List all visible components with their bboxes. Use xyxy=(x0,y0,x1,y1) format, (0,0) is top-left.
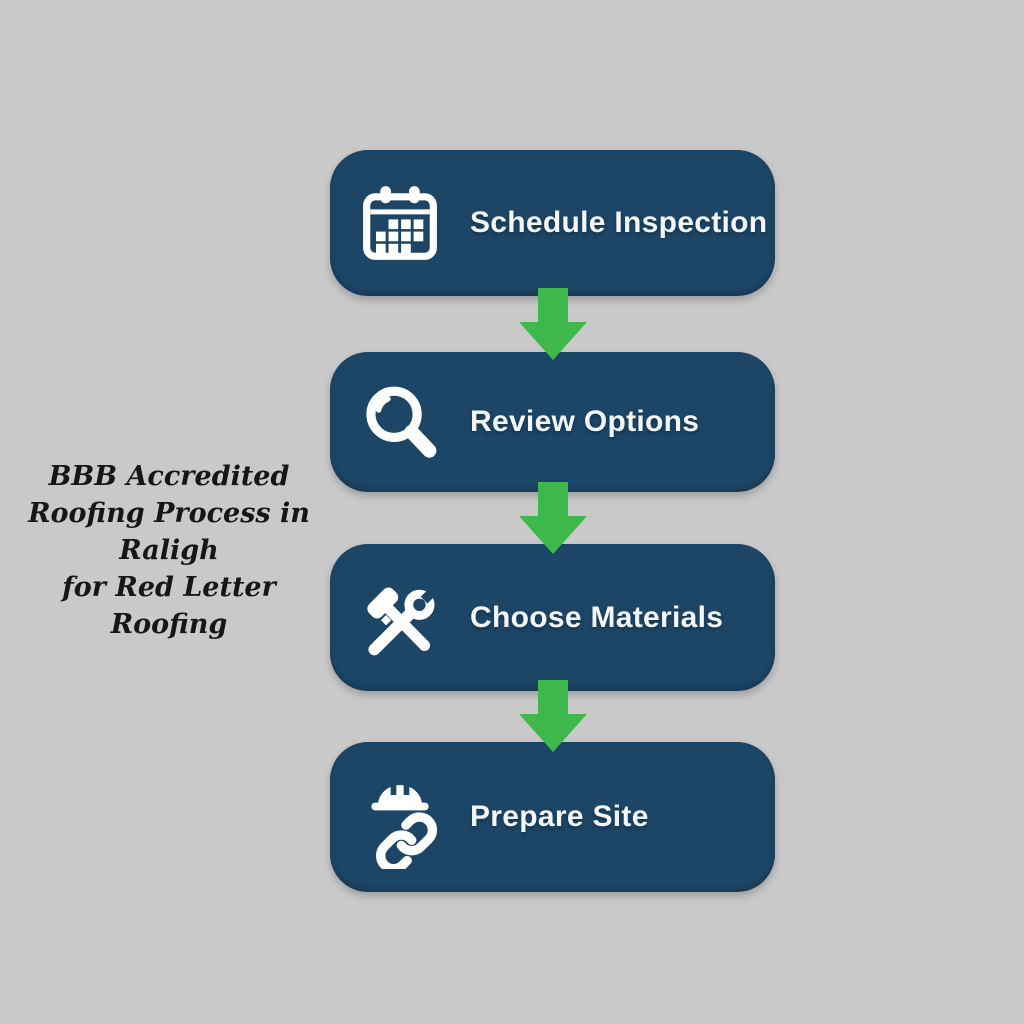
step-label: Choose Materials xyxy=(470,600,724,634)
step-prepare-site[interactable]: Prepare Site xyxy=(330,742,775,892)
down-arrow-1 xyxy=(519,288,587,360)
hammer-wrench-icon xyxy=(356,563,444,673)
magnifier-icon xyxy=(356,367,444,477)
caption: BBB Accredited Roofing Process in Raligh… xyxy=(8,458,330,643)
caption-line-2: Roofing Process in Raligh xyxy=(28,498,310,566)
step-label: Schedule Inspection xyxy=(470,206,768,239)
down-arrow-2 xyxy=(519,482,587,554)
caption-line-3: for Red Letter Roofing xyxy=(62,572,276,640)
step-choose-materials[interactable]: Choose Materials xyxy=(330,544,775,691)
step-review-options[interactable]: Review Options xyxy=(330,352,775,492)
step-label: Prepare Site xyxy=(470,800,649,833)
calendar-icon xyxy=(356,168,444,278)
caption-line-1: BBB Accredited xyxy=(48,461,290,492)
down-arrow-3 xyxy=(519,680,587,752)
step-schedule-inspection[interactable]: Schedule Inspection xyxy=(330,150,775,296)
step-label: Review Options xyxy=(470,405,700,438)
hardhat-link-icon xyxy=(356,762,444,872)
